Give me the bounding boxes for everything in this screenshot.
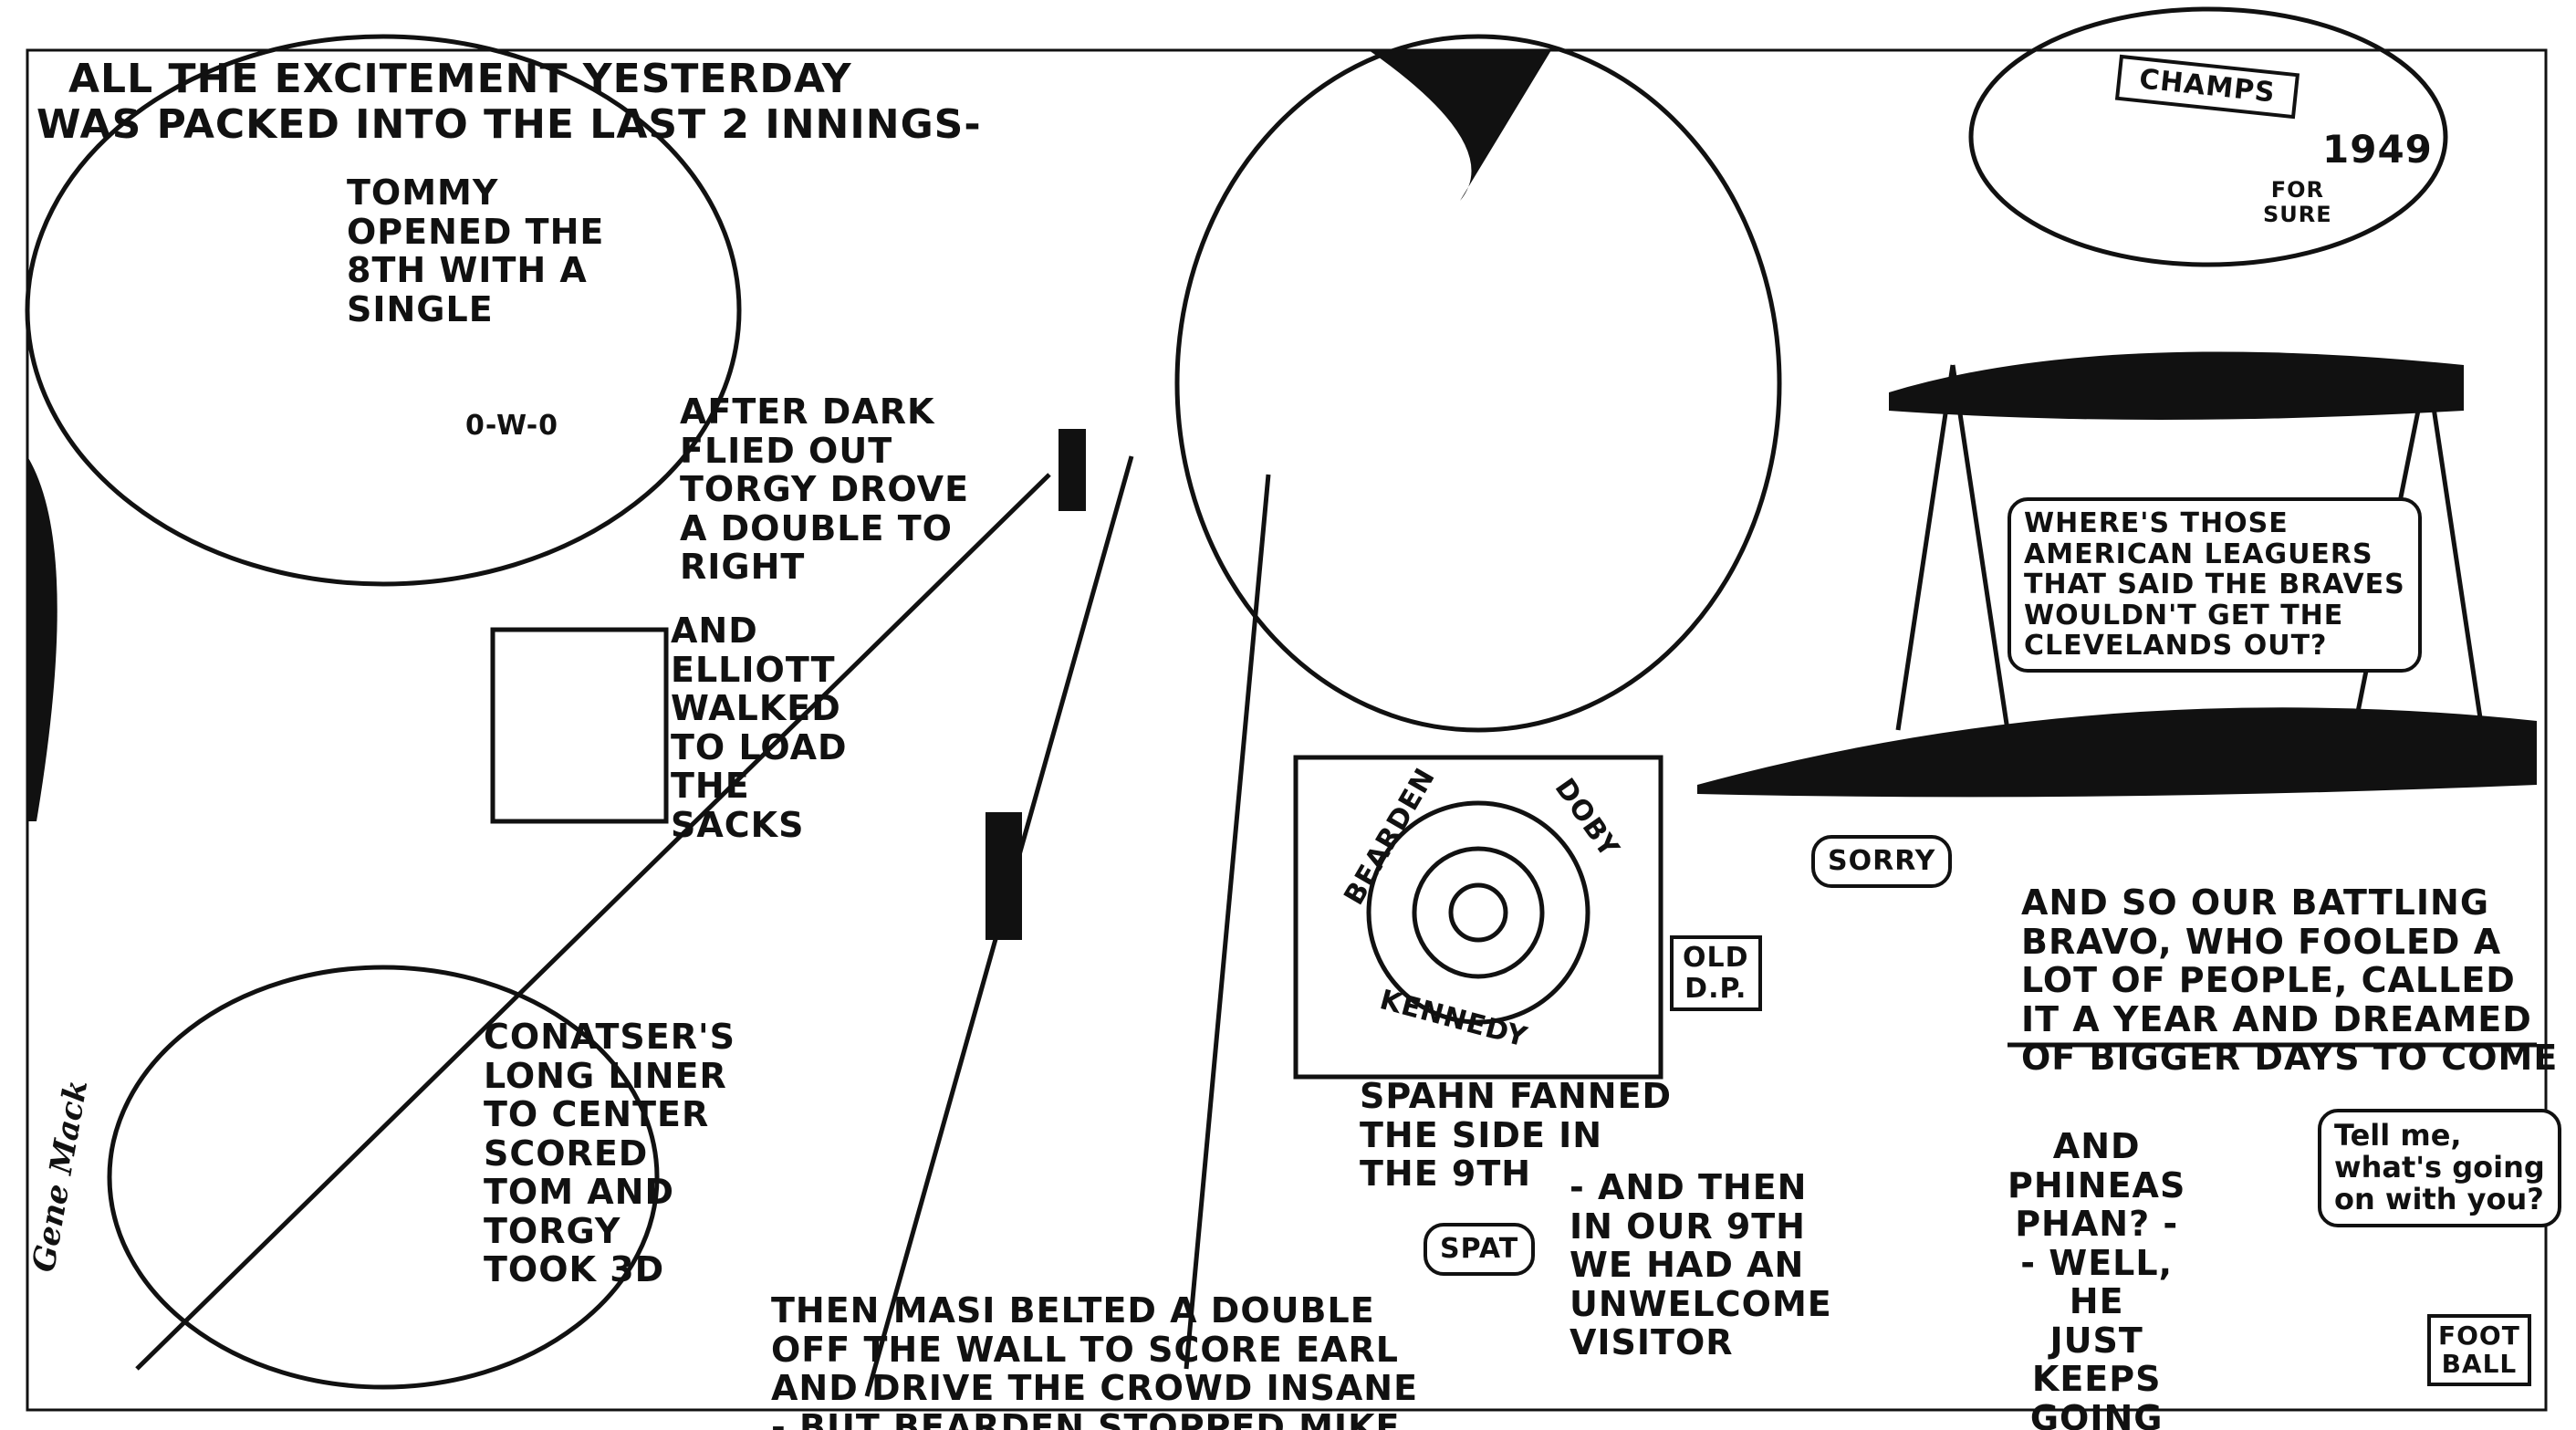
thought-cloud-conatser xyxy=(107,965,660,1390)
caption-elliott: And Elliott walked to load the sacks xyxy=(671,611,848,845)
thought-cloud-tommy xyxy=(25,34,742,587)
title-line-2: was packed into the last 2 innings- xyxy=(37,101,982,148)
kennedy-inset xyxy=(1293,755,1663,1080)
for-sure-label: for sure xyxy=(2263,177,2332,227)
caption-masi: Then Masi belted a double off the wall t… xyxy=(771,1290,1419,1430)
caption-phineas: And Phineas Phan? - - Well, he just keep… xyxy=(2008,1126,2186,1430)
year-label: 1949 xyxy=(2322,127,2433,172)
title-line-1: All the excitement yesterday xyxy=(68,56,852,102)
caption-conatser: Conatser's long liner to center scored T… xyxy=(484,1017,735,1290)
old-dp-sign: Old D.P. xyxy=(1670,935,1762,1012)
hammock-sleeper xyxy=(1889,351,2464,420)
speech-spat: Spat xyxy=(1424,1223,1536,1276)
umpire-figure xyxy=(986,812,1022,940)
football-sign: Foot ball xyxy=(2427,1314,2531,1386)
caption-and-then: - and then in our 9th we had an unwelcom… xyxy=(1570,1167,1832,1363)
foul-line xyxy=(135,473,1051,1371)
thought-cloud-center xyxy=(1174,34,1782,733)
dream-cloud xyxy=(1968,6,2448,267)
caption-after-dark: After Dark flied out Torgy drove a doubl… xyxy=(680,391,970,588)
speech-american-leaguers: Where's those American Leaguers that sai… xyxy=(2008,497,2422,673)
elliott-inset xyxy=(490,627,669,824)
dark-hill xyxy=(1697,707,2537,798)
caption-spahn: Spahn fanned the side in the 9th xyxy=(1360,1076,1673,1195)
caption-tommy: Tommy opened the 8th with a single xyxy=(347,172,605,329)
caption-battling-bravo: And so our battling Bravo, who fooled a … xyxy=(2021,882,2559,1079)
scoreboard-text: 0-W-0 xyxy=(465,410,559,442)
speech-sorry: Sorry xyxy=(1811,835,1953,888)
dark-sky xyxy=(1369,50,1551,201)
speech-tell-me: Tell me, what's going on with you? xyxy=(2318,1109,2561,1227)
teepee-pole xyxy=(1895,364,1955,731)
